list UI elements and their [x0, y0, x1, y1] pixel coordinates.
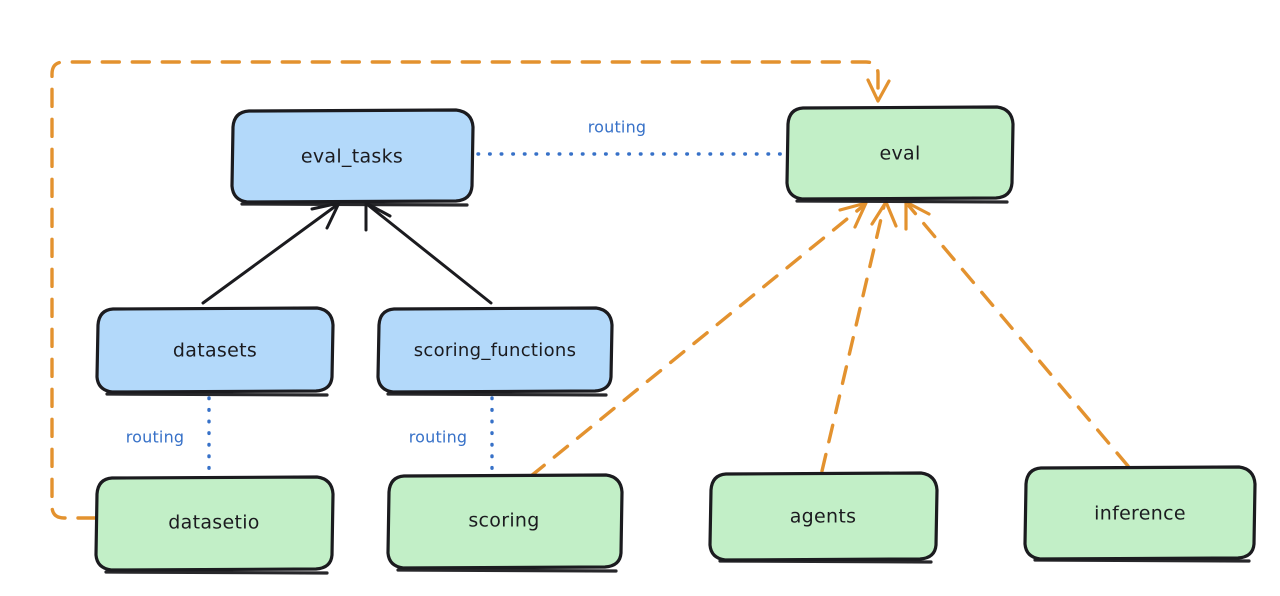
node-datasets-box — [95, 306, 335, 394]
node-datasetio-label: datasetio — [168, 512, 259, 534]
edge-scoring-functions-to-eval-tasks[interactable] — [364, 201, 493, 305]
edge-scoring-functions-to-scoring[interactable]: routing — [409, 396, 494, 474]
edge-scoring-to-eval[interactable] — [529, 201, 868, 478]
edge-datasets-to-eval-tasks-line — [201, 203, 339, 305]
node-scoring-label: scoring — [468, 510, 539, 532]
edge-label-routing-datasets: routing — [126, 428, 185, 447]
node-datasets[interactable]: datasets — [95, 306, 335, 397]
node-eval-shadow — [795, 199, 1009, 204]
node-inference-label: inference — [1094, 503, 1186, 525]
edge-datasetio-to-eval-arrowhead — [866, 78, 891, 103]
node-datasetio-box — [94, 475, 335, 572]
node-scoring-functions-shadow — [386, 392, 608, 397]
node-scoring[interactable]: scoring — [386, 473, 624, 573]
edge-datasetio-to-eval[interactable] — [50, 60, 891, 520]
node-eval-tasks-shadow — [240, 202, 469, 207]
edge-agents-to-eval[interactable] — [820, 200, 898, 473]
node-agents[interactable]: agents — [708, 471, 939, 564]
node-eval-tasks[interactable]: eval_tasks — [230, 108, 475, 207]
edge-agents-to-eval-line — [820, 204, 886, 473]
edge-eval-tasks-to-eval[interactable]: routing — [476, 118, 785, 156]
edge-inference-to-eval-line — [907, 204, 1130, 468]
node-datasetio[interactable]: datasetio — [94, 475, 335, 575]
node-inference[interactable]: inference — [1023, 465, 1257, 563]
node-datasetio-shadow — [104, 570, 329, 575]
edge-scoring-functions-to-eval-tasks-line — [366, 203, 493, 305]
node-datasets-shadow — [105, 392, 329, 397]
node-scoring-functions-label: scoring_functions — [414, 340, 577, 361]
edge-scoring-to-eval-arrowhead — [838, 201, 868, 229]
node-eval-tasks-box — [230, 108, 475, 204]
edge-agents-to-eval-arrowhead — [870, 200, 898, 228]
node-inference-box — [1023, 465, 1257, 561]
edge-datasetio-to-eval-line — [50, 60, 880, 520]
node-datasets-label: datasets — [173, 340, 257, 362]
node-eval-box — [785, 105, 1015, 201]
node-agents-label: agents — [790, 506, 857, 528]
node-scoring-shadow — [396, 568, 618, 573]
edge-datasets-to-eval-tasks[interactable] — [201, 201, 341, 305]
node-eval-label: eval — [879, 143, 920, 165]
edge-label-routing-scoring-functions: routing — [409, 428, 468, 447]
edge-group: routing routing routing — [50, 60, 1130, 520]
node-agents-box — [708, 471, 939, 562]
node-eval-tasks-label: eval_tasks — [301, 146, 403, 168]
node-eval[interactable]: eval — [785, 105, 1015, 204]
node-scoring-functions[interactable]: scoring_functions — [376, 306, 614, 397]
edge-scoring-to-eval-line — [529, 204, 865, 478]
edge-datasets-to-datasetio[interactable]: routing — [126, 396, 211, 476]
edge-inference-to-eval[interactable] — [904, 200, 1130, 468]
node-scoring-box — [386, 473, 624, 570]
node-group: eval_tasks eval datasets scoring_functio… — [94, 105, 1257, 575]
node-scoring-functions-box — [376, 306, 614, 394]
edge-label-routing-eval-tasks: routing — [588, 118, 647, 137]
